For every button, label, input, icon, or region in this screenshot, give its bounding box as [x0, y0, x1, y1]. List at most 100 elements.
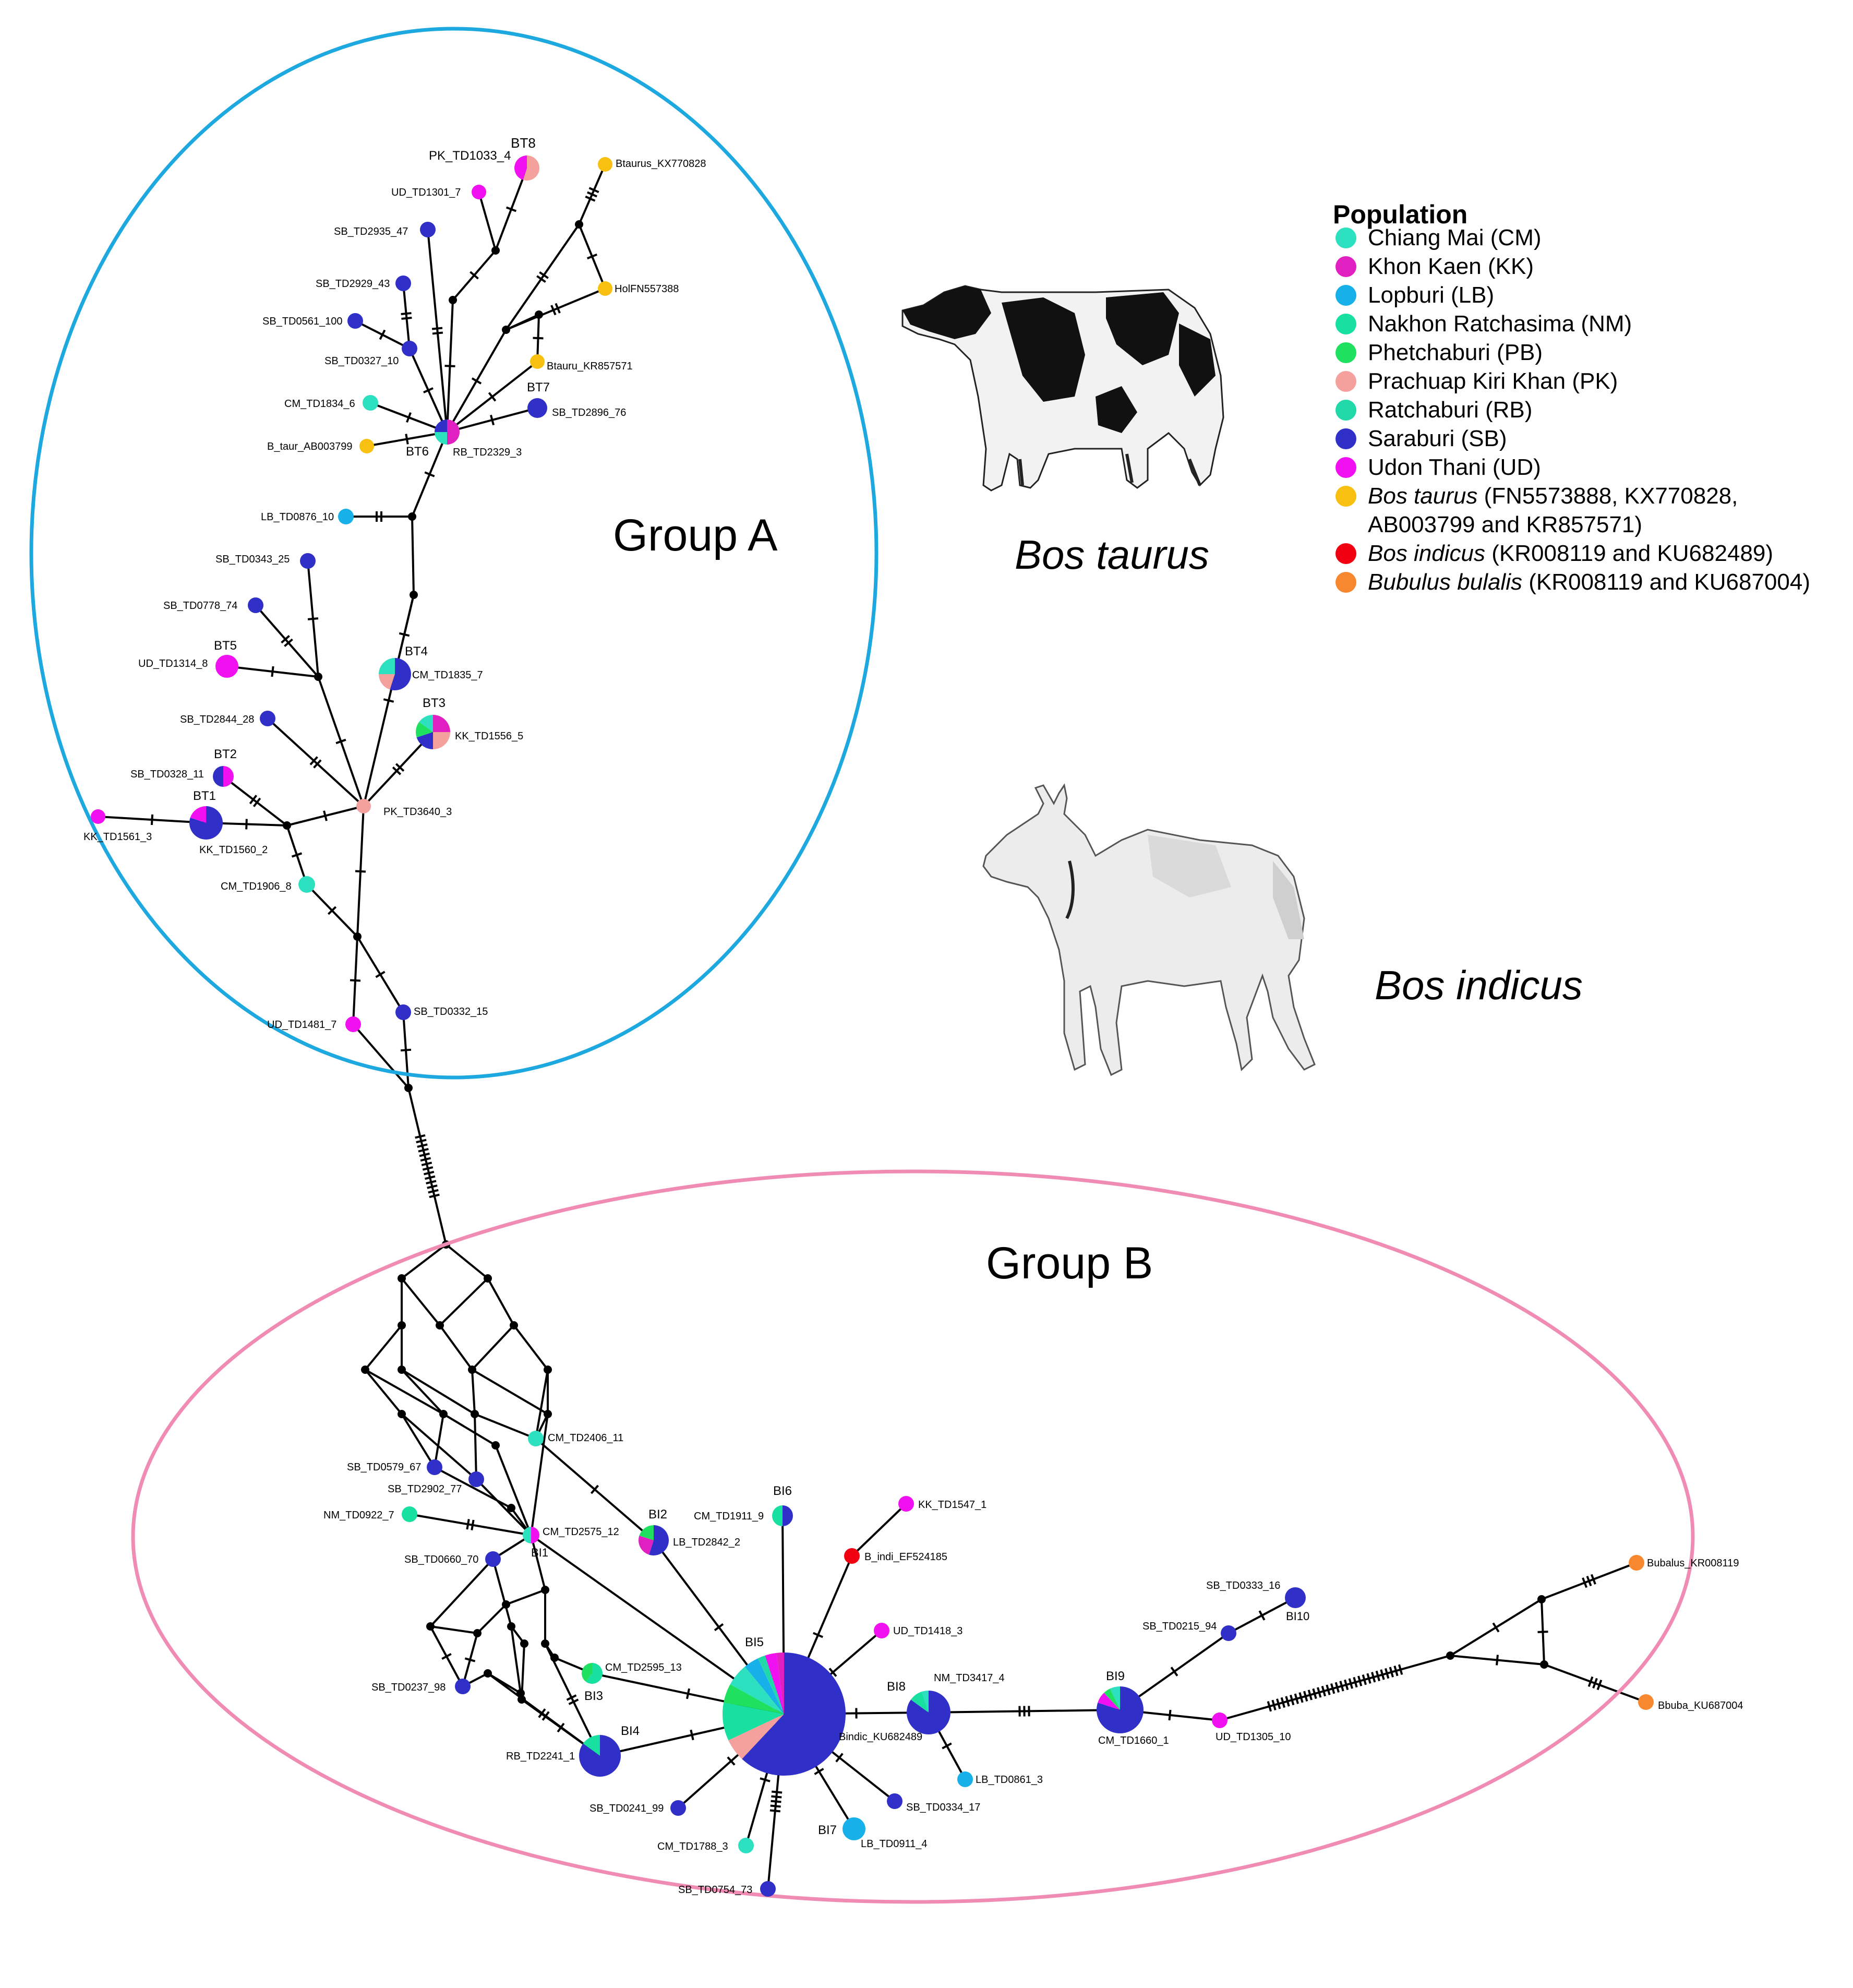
haplotype-node-sb0778 — [248, 597, 263, 613]
edge-b13-sb2902 — [474, 1414, 477, 1480]
legend-label: Saraburi (SB) — [1368, 426, 1507, 451]
haplotype-node-ud1418 — [874, 1623, 889, 1638]
node-slice — [874, 1623, 889, 1638]
mutation-tick — [533, 337, 544, 340]
mutation-tick — [309, 756, 318, 765]
haplotype-node-bi5 — [723, 1652, 846, 1776]
edge-b18-b26 — [430, 1625, 478, 1634]
edge-a6-a7 — [411, 516, 415, 595]
bos-taurus-caption: Bos taurus — [1015, 532, 1209, 578]
sample-label: NM_TD3417_4 — [934, 1672, 1005, 1684]
legend-label: Lopburi (LB) — [1368, 282, 1494, 308]
edge-kk1547-bindi — [851, 1503, 907, 1557]
node-slice — [427, 1459, 442, 1475]
mutation-tick — [427, 1184, 438, 1189]
median-vector — [510, 1321, 518, 1330]
mutation-tick — [1353, 1676, 1358, 1688]
legend-item: Saraburi (SB) — [1335, 426, 1507, 451]
haplotype-node-sb2844 — [260, 711, 275, 726]
edge-b27-b24 — [487, 1672, 522, 1694]
legend-item: Khon Kaen (KK) — [1335, 254, 1534, 279]
mutation-tick — [426, 1180, 437, 1184]
node-slice — [395, 1004, 411, 1020]
mutation-tick — [1170, 1667, 1178, 1676]
sample-label: CM_TD2575_12 — [543, 1526, 619, 1538]
mutation-tick — [1389, 1667, 1394, 1678]
haplotype-label: BI9 — [1106, 1669, 1125, 1683]
node-slice — [1629, 1555, 1644, 1571]
population-legend: Population Chiang Mai (CM) Khon Kaen (KK)… — [1333, 200, 1810, 595]
median-vector — [518, 1695, 526, 1704]
sample-label: CM_TD1835_7 — [412, 669, 483, 681]
sample-label: LB_TD2842_2 — [673, 1537, 740, 1548]
legend-title: Population — [1333, 200, 1467, 229]
node-slice — [1098, 1693, 1120, 1710]
node-slice — [887, 1793, 903, 1809]
haplotype-node-cm2406 — [528, 1431, 544, 1446]
mutation-tick — [1321, 1685, 1326, 1697]
haplotype-node-sb2935 — [420, 222, 436, 237]
edge-b12-sb0579 — [434, 1414, 444, 1468]
sample-label: UD_TD1314_8 — [138, 658, 208, 669]
median-vector — [283, 821, 291, 830]
haplotype-label: BT2 — [214, 747, 237, 761]
mutation-tick — [1380, 1669, 1385, 1680]
mutation-tick — [542, 1711, 550, 1721]
haplotype-node-bt5 — [215, 655, 238, 678]
mutation-tick — [392, 766, 402, 775]
median-vector — [575, 220, 583, 229]
mutation-tick — [538, 1708, 546, 1718]
mutation-tick — [405, 434, 409, 445]
mutation-tick — [1492, 1622, 1500, 1633]
node-slice — [738, 1838, 754, 1853]
haplotype-node-cm1788 — [738, 1838, 754, 1853]
edge-a4-a5 — [506, 314, 539, 331]
mutation-tick — [771, 1795, 782, 1799]
haplotype-node-bi6 — [772, 1505, 793, 1526]
mutation-tick — [1366, 1673, 1371, 1684]
legend-swatch — [1335, 457, 1356, 478]
node-slice — [670, 1800, 686, 1816]
sample-label: LB_TD0861_3 — [976, 1774, 1043, 1786]
haplotype-label: BT1 — [193, 789, 216, 803]
legend-item: Chiang Mai (CM) — [1335, 225, 1542, 250]
haplotype-node-ud1305 — [1212, 1712, 1228, 1728]
edge-sb2844-pk3640 — [267, 717, 365, 807]
edge-bt2-a9 — [222, 775, 288, 827]
haplotype-node-bt4 — [379, 658, 411, 690]
sample-label: SB_TD0754_73 — [678, 1884, 752, 1896]
node-slice — [223, 766, 234, 787]
legend-swatch — [1335, 285, 1356, 306]
node-slice — [598, 157, 612, 172]
legend-swatch — [1335, 314, 1356, 334]
mutation-tick — [383, 698, 394, 703]
mutation-tick — [1307, 1690, 1313, 1700]
sample-label: SB_TD0237_98 — [371, 1682, 446, 1693]
haplotype-node-bi4 — [579, 1735, 621, 1777]
mutation-tick — [506, 206, 517, 212]
node-slice — [760, 1881, 776, 1897]
node-slice — [338, 509, 354, 524]
mutation-tick — [401, 317, 412, 320]
node-slice — [300, 553, 316, 569]
node-slice — [581, 1663, 592, 1682]
mutation-tick — [590, 1484, 599, 1494]
mutation-tick — [566, 1694, 577, 1701]
median-vector — [544, 1366, 552, 1374]
node-slice — [402, 341, 417, 356]
node-slice — [523, 155, 540, 181]
node-slice — [586, 1663, 603, 1684]
node-slice — [742, 1652, 846, 1776]
haplotype-node-ud1481 — [345, 1016, 361, 1032]
haplotype-label: BT3 — [423, 696, 446, 710]
mutation-tick — [1357, 1675, 1363, 1686]
haplotype-node-sb0754 — [760, 1881, 776, 1897]
haplotype-label: BI3 — [584, 1689, 603, 1703]
legend-swatch — [1335, 572, 1356, 593]
node-slice — [844, 1548, 860, 1564]
sample-label: SB_TD0241_99 — [589, 1803, 664, 1814]
edge-b7-b12 — [365, 1369, 444, 1415]
mutation-tick — [375, 971, 386, 978]
haplotype-node-btab — [359, 439, 374, 453]
sample-label: SB_TD2896_76 — [552, 407, 626, 418]
